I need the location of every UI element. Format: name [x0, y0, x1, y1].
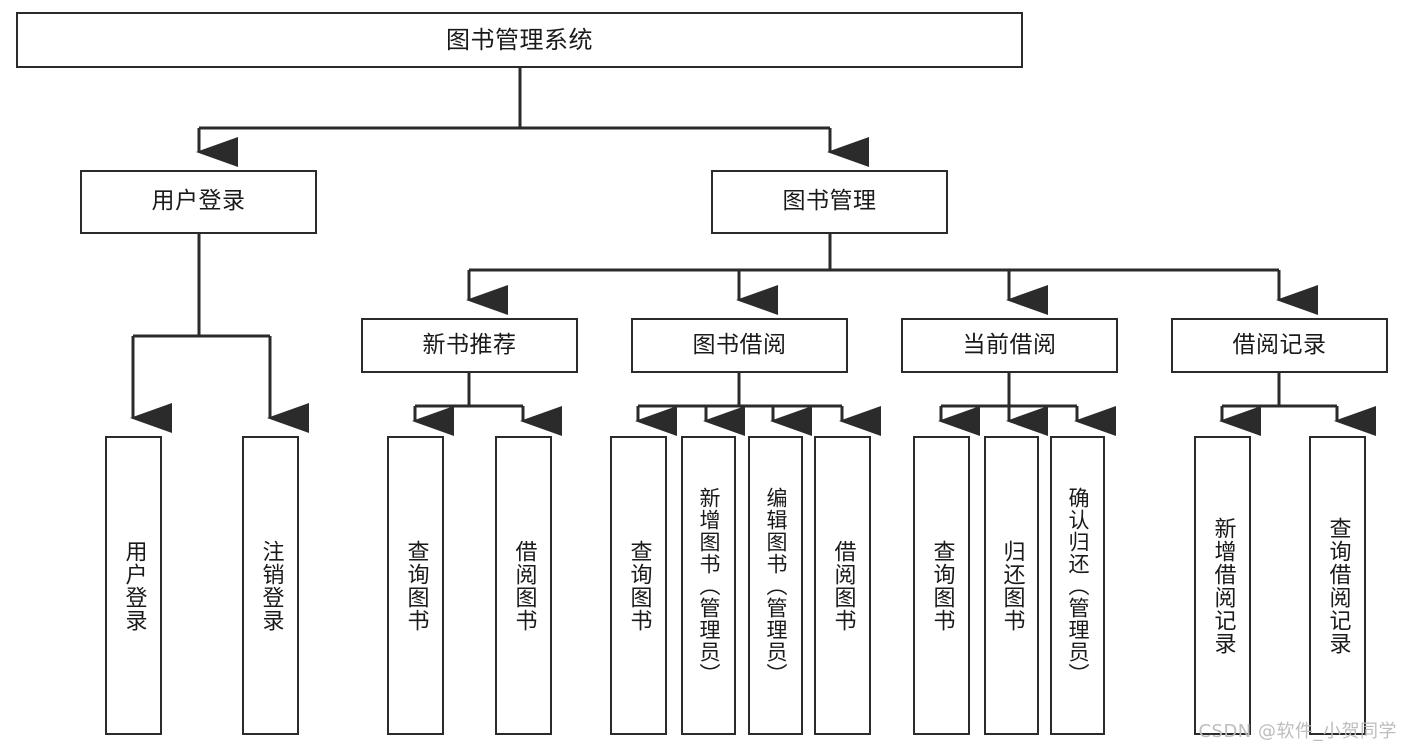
node-label: 借阅图书 — [830, 539, 856, 632]
node-label: 查询图书 — [403, 539, 429, 632]
node-leaf-query-record[interactable]: 查询借阅记录 — [1309, 436, 1366, 735]
node-label: 用户登录 — [151, 188, 246, 215]
node-label: 借阅记录 — [1232, 331, 1327, 358]
node-label: 注销登录 — [258, 539, 284, 632]
node-label: 查询图书 — [626, 539, 652, 632]
node-leaf-query-book-1[interactable]: 查询图书 — [387, 436, 444, 735]
node-label: 图书管理系统 — [446, 25, 593, 54]
node-label: 用户登录 — [121, 539, 147, 632]
node-leaf-add-record[interactable]: 新增借阅记录 — [1194, 436, 1251, 735]
node-leaf-query-book-3[interactable]: 查询图书 — [913, 436, 970, 735]
node-label: 编辑图书（管理员） — [764, 486, 789, 685]
node-label: 当前借阅 — [962, 331, 1057, 358]
node-new-book-recommend[interactable]: 新书推荐 — [361, 318, 578, 373]
node-current-borrow[interactable]: 当前借阅 — [901, 318, 1118, 373]
node-label: 新书推荐 — [422, 331, 517, 358]
node-label: 图书管理 — [782, 188, 877, 215]
node-leaf-return-book[interactable]: 归还图书 — [984, 436, 1039, 735]
node-leaf-add-book[interactable]: 新增图书（管理员） — [681, 436, 736, 735]
node-leaf-confirm-return[interactable]: 确认归还（管理员） — [1050, 436, 1105, 735]
node-label: 新增图书（管理员） — [697, 486, 722, 685]
node-label: 归还图书 — [999, 539, 1025, 632]
node-leaf-user-login[interactable]: 用户登录 — [105, 436, 162, 735]
node-user-login[interactable]: 用户登录 — [80, 170, 317, 234]
node-leaf-edit-book[interactable]: 编辑图书（管理员） — [748, 436, 803, 735]
node-root-system[interactable]: 图书管理系统 — [16, 12, 1023, 68]
node-label: 图书借阅 — [692, 331, 787, 358]
node-leaf-borrow-book-2[interactable]: 借阅图书 — [814, 436, 871, 735]
node-book-borrow[interactable]: 图书借阅 — [631, 318, 848, 373]
node-book-manage[interactable]: 图书管理 — [711, 170, 948, 234]
node-label: 确认归还（管理员） — [1066, 486, 1091, 685]
node-borrow-record[interactable]: 借阅记录 — [1171, 318, 1388, 373]
node-leaf-query-book-2[interactable]: 查询图书 — [610, 436, 667, 735]
node-label: 新增借阅记录 — [1210, 516, 1236, 655]
node-leaf-logout-login[interactable]: 注销登录 — [242, 436, 299, 735]
node-label: 查询借阅记录 — [1325, 516, 1351, 655]
node-label: 借阅图书 — [511, 539, 537, 632]
csdn-watermark: CSDN @软件_小贺同学 — [1198, 721, 1397, 742]
node-label: 查询图书 — [929, 539, 955, 632]
node-leaf-borrow-book-1[interactable]: 借阅图书 — [495, 436, 552, 735]
